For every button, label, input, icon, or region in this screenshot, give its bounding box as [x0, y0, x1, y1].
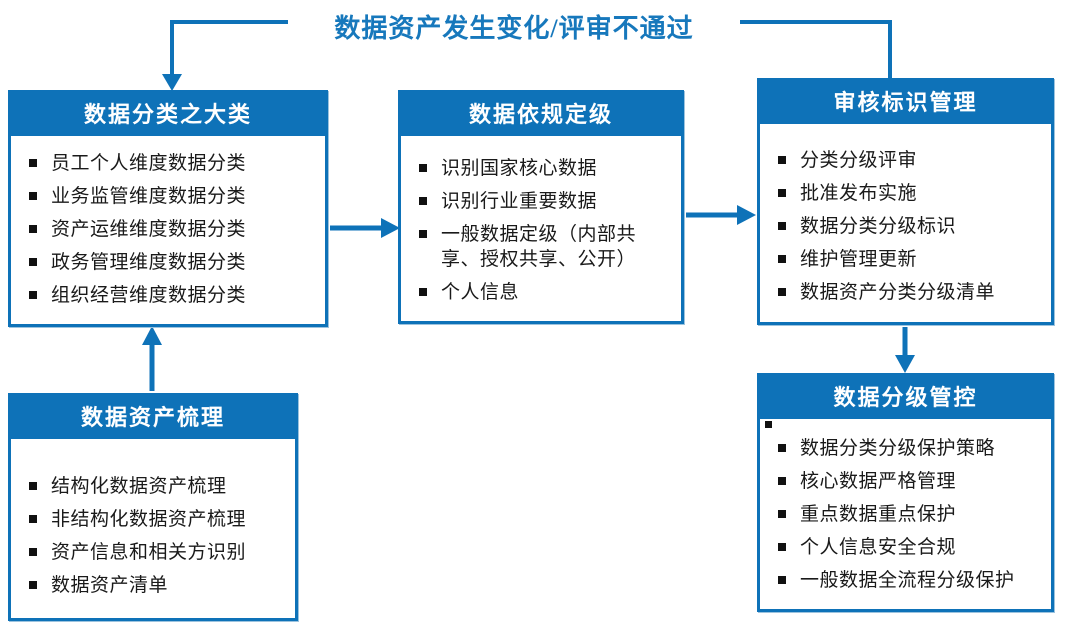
bullet-square-icon [778, 510, 786, 518]
list-item: 员工个人维度数据分类 [25, 151, 315, 176]
feedback-label: 数据资产发生变化/评审不通过 [334, 14, 694, 43]
list-item: 非结构化数据资产梳理 [25, 507, 285, 532]
bullet-square-icon [778, 576, 786, 584]
bullet-square-icon [419, 288, 427, 296]
data-classification-list: 员工个人维度数据分类 业务监管维度数据分类 资产运维维度数据分类 政务管理维度数… [11, 136, 325, 308]
bullet-square-icon [778, 543, 786, 551]
bullet-square-icon [778, 222, 786, 230]
data-grading-list: 识别国家核心数据 识别行业重要数据 一般数据定级（内部共享、授权共享、公开） 个… [401, 136, 681, 305]
review-labeling-list: 分类分级评审 批准发布实施 数据分类分级标识 维护管理更新 数据资产分类分级清单 [760, 124, 1051, 305]
bullet-square-icon [419, 230, 427, 238]
bullet-square-icon [29, 515, 37, 523]
arrow-review-to-control [895, 327, 915, 373]
stray-bullet-icon [765, 421, 772, 428]
feedback-arrow [162, 20, 892, 91]
list-item: 维护管理更新 [774, 247, 1041, 272]
bullet-square-icon [29, 581, 37, 589]
list-item: 一般数据全流程分级保护 [774, 568, 1041, 593]
list-item: 分类分级评审 [774, 148, 1041, 173]
list-item: 识别国家核心数据 [415, 156, 671, 181]
list-item: 个人信息 [415, 280, 671, 305]
bullet-square-icon [29, 548, 37, 556]
bullet-square-icon [778, 477, 786, 485]
bullet-square-icon [778, 255, 786, 263]
bullet-square-icon [778, 156, 786, 164]
box-data-grading: 数据依规定级 识别国家核心数据 识别行业重要数据 一般数据定级（内部共享、授权共… [398, 90, 684, 324]
list-item: 数据资产清单 [25, 573, 285, 598]
bullet-square-icon [778, 288, 786, 296]
bullet-square-icon [29, 482, 37, 490]
bullet-square-icon [778, 189, 786, 197]
bullet-square-icon [29, 159, 37, 167]
list-item: 数据分类分级标识 [774, 214, 1041, 239]
list-item: 资产信息和相关方识别 [25, 540, 285, 565]
box-review-labeling-header: 审核标识管理 [760, 81, 1051, 124]
box-data-grading-header: 数据依规定级 [401, 93, 681, 136]
bullet-square-icon [29, 225, 37, 233]
grading-control-list: 数据分类分级保护策略 核心数据严格管理 重点数据重点保护 个人信息安全合规 一般… [760, 419, 1051, 593]
list-item: 个人信息安全合规 [774, 535, 1041, 560]
list-item: 核心数据严格管理 [774, 469, 1041, 494]
box-grading-control-header: 数据分级管控 [760, 376, 1051, 419]
asset-sorting-list: 结构化数据资产梳理 非结构化数据资产梳理 资产信息和相关方识别 数据资产清单 [11, 439, 295, 598]
list-item: 资产运维维度数据分类 [25, 217, 315, 242]
box-asset-sorting: 数据资产梳理 结构化数据资产梳理 非结构化数据资产梳理 资产信息和相关方识别 数… [8, 393, 298, 621]
list-item: 政务管理维度数据分类 [25, 250, 315, 275]
list-item: 一般数据定级（内部共享、授权共享、公开） [415, 222, 671, 272]
arrow-grading-to-review [686, 205, 756, 225]
bullet-square-icon [419, 164, 427, 172]
list-item: 业务监管维度数据分类 [25, 184, 315, 209]
list-item: 识别行业重要数据 [415, 189, 671, 214]
bullet-square-icon [778, 444, 786, 452]
list-item: 批准发布实施 [774, 181, 1041, 206]
box-asset-sorting-header: 数据资产梳理 [11, 396, 295, 439]
bullet-square-icon [29, 291, 37, 299]
list-item: 数据分类分级保护策略 [774, 436, 1041, 461]
bullet-square-icon [29, 192, 37, 200]
list-item: 结构化数据资产梳理 [25, 474, 285, 499]
box-data-classification-header: 数据分类之大类 [11, 93, 325, 136]
box-grading-control: 数据分级管控 数据分类分级保护策略 核心数据严格管理 重点数据重点保护 个人信息… [757, 373, 1054, 612]
arrow-classify-to-grading [330, 218, 400, 238]
bullet-square-icon [29, 258, 37, 266]
arrow-sorting-to-classify [142, 326, 162, 391]
box-data-classification: 数据分类之大类 员工个人维度数据分类 业务监管维度数据分类 资产运维维度数据分类… [8, 90, 328, 327]
list-item: 重点数据重点保护 [774, 502, 1041, 527]
bullet-square-icon [419, 197, 427, 205]
list-item: 数据资产分类分级清单 [774, 280, 1041, 305]
box-review-labeling: 审核标识管理 分类分级评审 批准发布实施 数据分类分级标识 维护管理更新 数据资… [757, 78, 1054, 325]
list-item: 组织经营维度数据分类 [25, 283, 315, 308]
